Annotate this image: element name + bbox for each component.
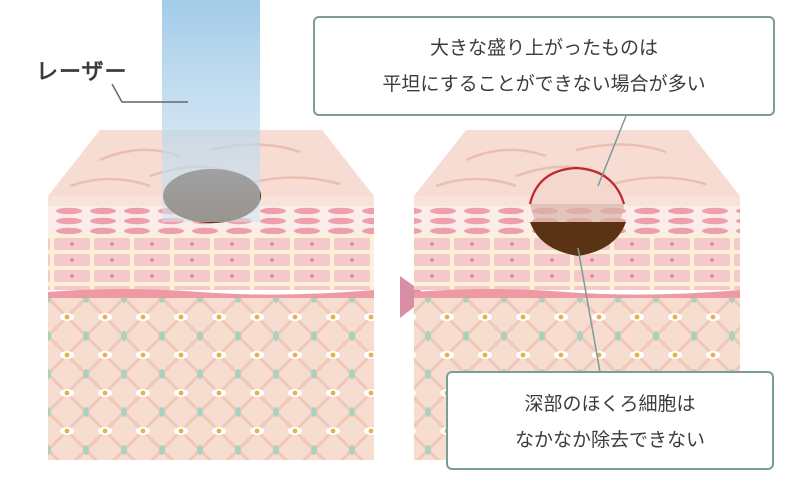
bottom-callout-leader: [577, 247, 601, 373]
mole-deep-cells: [530, 222, 626, 256]
skin-block-left: [48, 0, 374, 460]
laser-beam: [162, 0, 260, 222]
mole-red-outline: [528, 166, 626, 205]
callout-bottom-line-2: なかなか除去できない: [514, 429, 705, 451]
callout-top: 大きな盛り上がったものは 平坦にすることができない場合が多い: [313, 16, 775, 116]
top-callout-leader: [597, 115, 627, 187]
mole-removed-top: [530, 168, 624, 204]
callout-top-line-2: 平坦にすることができない場合が多い: [382, 73, 706, 95]
callout-bottom: 深部のほくろ細胞は なかなか除去できない: [446, 371, 774, 470]
callout-bottom-line-1: 深部のほくろ細胞は: [524, 393, 696, 415]
callout-top-line-1: 大きな盛り上がったものは: [429, 37, 658, 59]
laser-leader-line: [111, 83, 188, 103]
laser-label: レーザー: [36, 60, 128, 85]
